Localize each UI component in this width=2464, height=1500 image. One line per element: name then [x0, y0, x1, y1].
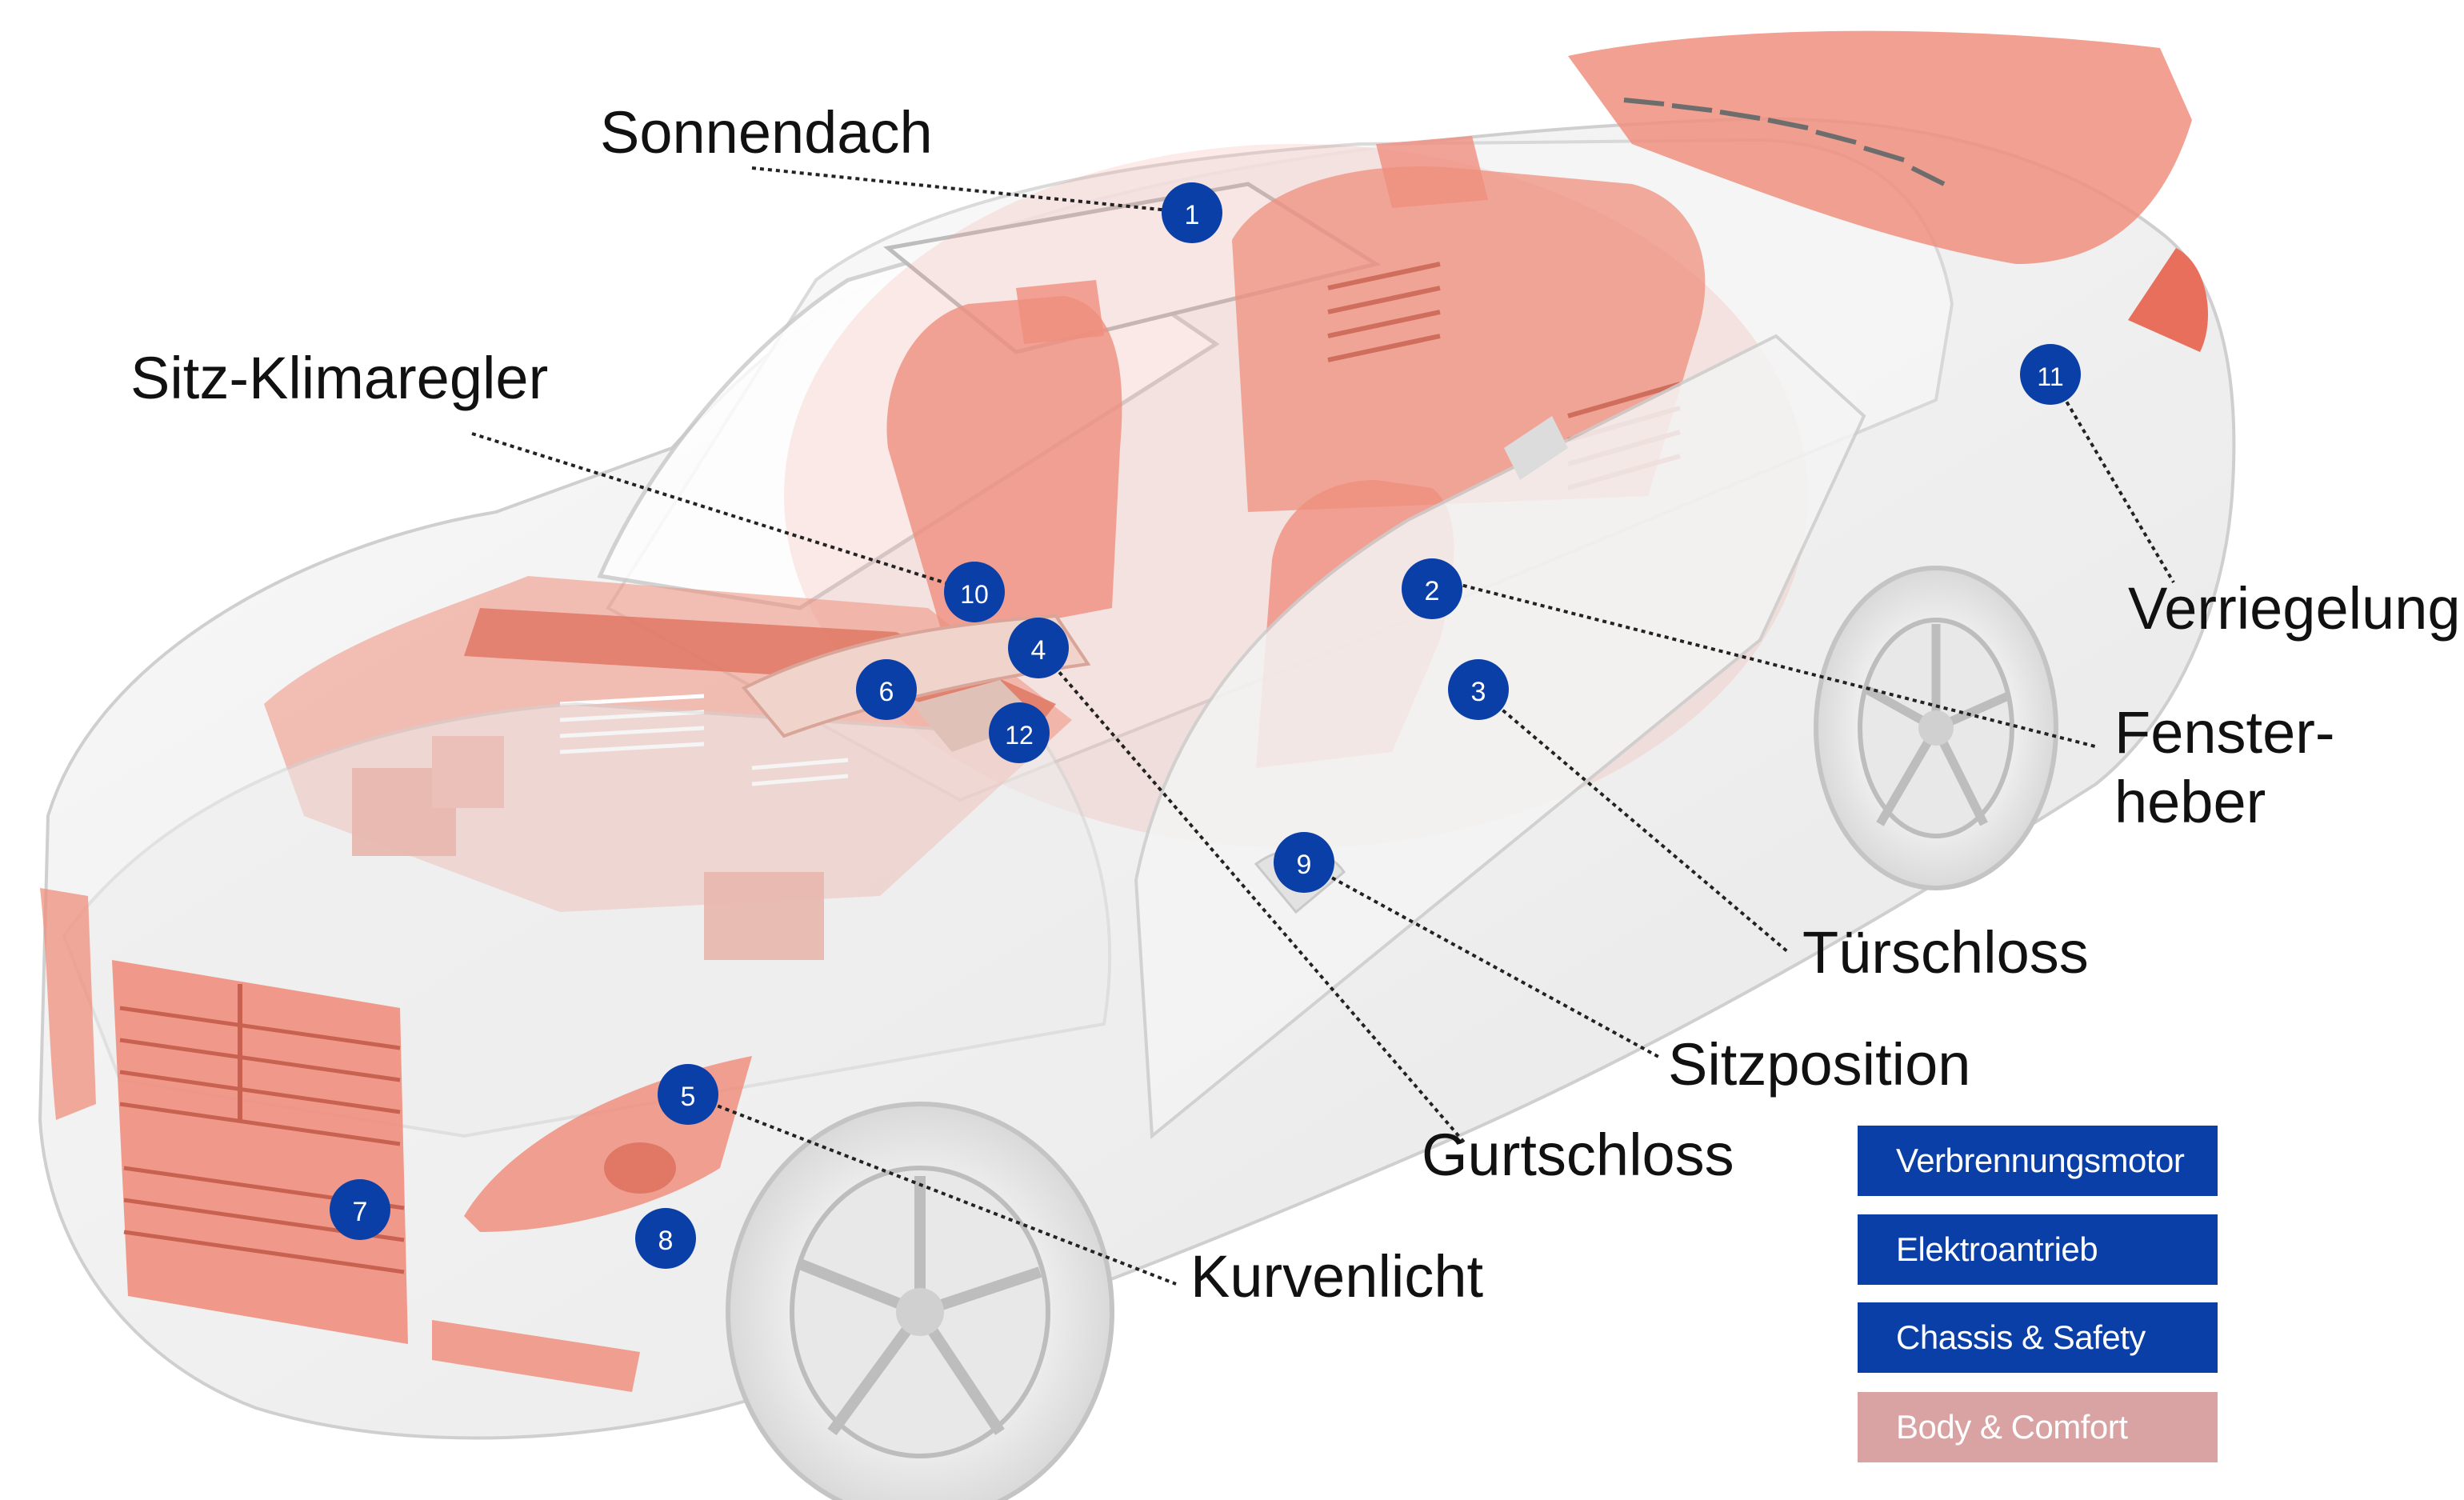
- marker-8: 8: [635, 1208, 696, 1269]
- marker-3: 3: [1448, 659, 1509, 720]
- legend-button-verbrennungsmotor[interactable]: Verbrennungsmotor: [1858, 1126, 2218, 1196]
- b-pillar: [1504, 416, 1568, 480]
- label-kurvenlicht: Kurvenlicht: [1190, 1243, 1484, 1310]
- tail-light: [2128, 248, 2208, 352]
- front-radiator: [112, 960, 408, 1344]
- legend-button-body-comfort[interactable]: Body & Comfort: [1858, 1392, 2218, 1462]
- marker-4: 4: [1008, 618, 1069, 678]
- headlight-lens: [604, 1142, 676, 1194]
- marker-2: 2: [1402, 558, 1462, 619]
- door-panel: [1134, 334, 1866, 1140]
- side-fender-strip: [40, 888, 96, 1120]
- marker-9: 9: [1274, 832, 1334, 893]
- rear-seat-headrest: [1376, 136, 1488, 208]
- center-console: [912, 680, 1040, 752]
- marker-12: 12: [989, 702, 1050, 763]
- front-bumper-insert: [432, 1320, 640, 1392]
- leader-tuerschloss: [1477, 688, 1790, 954]
- front-seat: [886, 296, 1122, 640]
- front-seat-headrest: [1016, 280, 1104, 344]
- svg-text:12: 12: [1005, 721, 1034, 750]
- leader-sitzposition: [1303, 861, 1661, 1059]
- legend-button-chassis-safety[interactable]: Chassis & Safety: [1858, 1302, 2218, 1373]
- rear-wheel: [1814, 566, 2058, 890]
- marker-5: 5: [658, 1064, 718, 1125]
- svg-text:7: 7: [353, 1197, 368, 1227]
- label-fensterheber-line2: heber: [2114, 769, 2266, 835]
- rear-vent-grille: [1623, 98, 1946, 186]
- trunk-lid: [1568, 30, 2192, 265]
- marker-11: 11: [2020, 344, 2081, 405]
- leader-gurtschloss: [1037, 646, 1467, 1146]
- marker-6: 6: [856, 659, 917, 720]
- svg-text:8: 8: [658, 1226, 674, 1256]
- svg-text:11: 11: [2037, 362, 2063, 391]
- svg-text:5: 5: [681, 1082, 696, 1112]
- label-sonnendach: Sonnendach: [600, 99, 933, 166]
- svg-text:9: 9: [1297, 850, 1312, 880]
- svg-text:10: 10: [960, 580, 989, 609]
- label-tuerschloss: Türschloss: [1802, 919, 2089, 986]
- front-wheel: [726, 1102, 1114, 1500]
- svg-text:3: 3: [1471, 677, 1486, 707]
- marker-1: 1: [1162, 182, 1222, 243]
- leader-verriegelung: [2049, 373, 2175, 584]
- rear-seat: [1232, 166, 1706, 512]
- leader-fensterheber: [1431, 576, 2099, 749]
- marker-7: 7: [330, 1179, 390, 1240]
- leader-sonnendach: [751, 166, 1193, 214]
- svg-text:1: 1: [1185, 200, 1200, 230]
- label-sitz-klimaregler: Sitz-Klimaregler: [130, 345, 549, 411]
- svg-text:6: 6: [879, 677, 894, 707]
- svg-text:2: 2: [1425, 576, 1440, 606]
- label-verriegelung: Verriegelung: [2128, 575, 2461, 642]
- label-fensterheber-line1: Fenster-: [2114, 699, 2335, 766]
- label-sitzposition: Sitzposition: [1668, 1031, 1971, 1098]
- marker-10: 10: [944, 562, 1005, 622]
- legend-button-elektroantrieb[interactable]: Elektroantrieb: [1858, 1214, 2218, 1285]
- svg-text:4: 4: [1031, 635, 1046, 666]
- label-gurtschloss: Gurtschloss: [1422, 1122, 1734, 1188]
- leader-lines: [471, 166, 2175, 1286]
